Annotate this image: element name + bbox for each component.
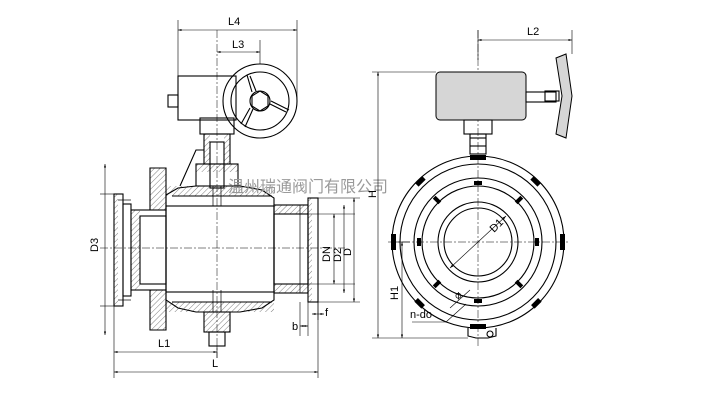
front-section-view — [100, 30, 345, 358]
dim-label-D3: D3 — [89, 238, 101, 252]
watermark: 温州瑞通阀门有限公司 — [228, 177, 388, 196]
left-flange — [113, 193, 132, 307]
side-gear-box — [435, 71, 557, 155]
dim-label-f: f — [325, 307, 329, 319]
dim-label-L2: L2 — [527, 26, 539, 38]
dim-label-H: H — [367, 190, 379, 198]
dim-label-D2: D2 — [332, 248, 344, 262]
side-view — [388, 30, 573, 348]
bolt-hole-pattern — [391, 155, 565, 329]
valve-body — [165, 185, 275, 313]
dim-label-L1: L1 — [158, 338, 170, 350]
gear-operator — [167, 63, 298, 139]
right-flange — [273, 197, 319, 303]
inner-seat-marks — [417, 181, 539, 303]
side-handwheel — [544, 53, 573, 139]
dim-label-L: L — [212, 358, 218, 370]
dim-label-b: b — [292, 321, 298, 333]
side-flange — [391, 155, 565, 339]
dim-label-DN: DN — [321, 246, 333, 262]
stem-bonnet — [179, 117, 239, 206]
right-dimensions: L2 H H1 D1 ⌀ n-do — [367, 26, 573, 339]
dim-label-n-do: n-do — [410, 309, 432, 321]
handwheel-front — [222, 63, 298, 139]
dim-label-D: D — [342, 248, 354, 256]
dim-label-H1: H1 — [389, 286, 401, 300]
dim-label-L3: L3 — [232, 39, 244, 51]
left-dimensions: L4 L3 D3 DN D2 D b f L1 — [89, 16, 360, 378]
left-body-neck — [130, 167, 167, 331]
dim-label-L4: L4 — [228, 16, 240, 28]
